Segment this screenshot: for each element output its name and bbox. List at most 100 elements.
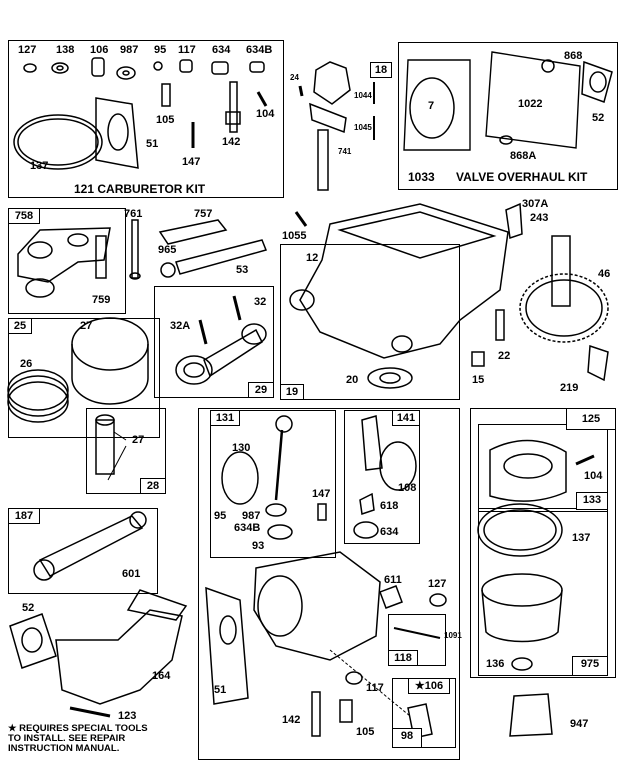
part-label: 22 <box>498 350 511 362</box>
pushrods-and-link <box>129 219 268 280</box>
tag-25: 25 <box>8 318 32 334</box>
part-label: 618 <box>380 500 399 512</box>
part-label: 947 <box>570 718 589 730</box>
part-label: 51 <box>146 138 159 150</box>
tag-29: 29 <box>248 382 274 398</box>
part-label: 219 <box>560 382 579 394</box>
part-label: 117 <box>366 682 384 694</box>
part-label: 987 <box>120 44 139 56</box>
part-label: 32 <box>254 296 267 308</box>
connecting-rod <box>175 295 267 385</box>
carburetor-body <box>205 503 447 739</box>
part-label: 142 <box>282 714 301 726</box>
part-label: 137 <box>572 532 591 544</box>
valve-kit-box <box>398 42 618 190</box>
cam-gear <box>519 235 609 382</box>
part-label: 307A <box>522 198 549 210</box>
special-tools-note: ★ REQUIRES SPECIAL TOOLS TO INSTALL. SEE… <box>8 724 148 754</box>
part-label: 95 <box>214 510 227 522</box>
part-label: 51 <box>214 684 227 696</box>
part-label: 987 <box>242 510 261 522</box>
valve-kit-parts <box>403 51 613 151</box>
crankshaft <box>298 61 375 191</box>
part-label: 32A <box>170 320 191 332</box>
part-label: 93 <box>252 540 265 552</box>
tag-125: 125 <box>566 408 616 430</box>
part-label: 138 <box>56 44 75 56</box>
part-label: 137 <box>30 160 49 172</box>
part-label: 965 <box>158 244 177 256</box>
tag-98: 98 <box>392 728 422 748</box>
box-187 <box>8 508 158 594</box>
cylinder-block <box>289 202 523 389</box>
part-label: 757 <box>194 208 213 220</box>
crankshaft-tag: 18 <box>370 62 392 78</box>
part-label: 868A <box>510 150 537 162</box>
part-label: 634B <box>246 44 273 56</box>
part-label: 142 <box>222 136 241 148</box>
tag-19: 19 <box>280 384 304 400</box>
part-label: 1055 <box>282 230 307 242</box>
box-29 <box>154 286 274 398</box>
note-line: ★ REQUIRES SPECIAL TOOLS <box>8 723 148 734</box>
box-131 <box>210 410 336 558</box>
box-25 <box>8 318 160 438</box>
box-125 <box>470 408 616 678</box>
part-label: 634 <box>212 44 231 56</box>
part-label: 1045 <box>354 123 372 132</box>
tag-133: 133 <box>576 492 608 510</box>
note-line: INSTRUCTION MANUAL. <box>8 743 120 754</box>
part-label: 759 <box>92 294 111 306</box>
part-label: 46 <box>598 268 611 280</box>
part-label: 147 <box>182 156 201 168</box>
box-28 <box>86 408 166 494</box>
part-label: 20 <box>346 374 359 386</box>
part-label: 868 <box>564 50 583 62</box>
tag-141: 141 <box>392 410 420 426</box>
part-label: 127 <box>18 44 37 56</box>
intake-elbow <box>9 589 188 718</box>
tag-187: 187 <box>8 508 40 524</box>
part-label: 634B <box>234 522 261 534</box>
part-label: 24 <box>290 73 299 82</box>
valve-kit-number: 1033 <box>408 170 435 184</box>
part-label: 741 <box>338 147 352 156</box>
part-label: 15 <box>472 374 485 386</box>
tag-758: 758 <box>8 208 40 224</box>
box-carburetor-assy <box>198 408 460 760</box>
part-label: 7 <box>428 100 435 112</box>
carburetor-kit-title: 121 CARBURETOR KIT <box>74 182 206 196</box>
part-label: 164 <box>152 670 171 682</box>
box-975 <box>478 508 608 676</box>
part-label: 1022 <box>518 98 543 110</box>
part-label: 104 <box>584 470 603 482</box>
carburetor-kit-box <box>8 40 284 198</box>
wrist-pin <box>95 414 115 475</box>
part-label: 12 <box>306 252 319 264</box>
tag-131: 131 <box>210 410 240 426</box>
part-label: 27 <box>80 320 93 332</box>
bracket-758 <box>17 227 111 298</box>
box-758 <box>8 208 126 314</box>
crankshaft-box <box>288 60 396 180</box>
part-label: 53 <box>236 264 249 276</box>
valve-kit-title: VALVE OVERHAUL KIT <box>456 170 588 184</box>
part-label: 601 <box>122 568 141 580</box>
box-141 <box>344 410 420 544</box>
tag-106: ★106 <box>408 678 450 694</box>
box-133 <box>478 424 608 512</box>
tag-975: 975 <box>572 656 608 676</box>
tag-28: 28 <box>140 478 166 494</box>
box-19 <box>280 244 460 400</box>
part-label: 761 <box>124 208 143 220</box>
carb-kit-parts <box>13 57 268 170</box>
part-label: 130 <box>232 442 251 454</box>
part-label: 26 <box>20 358 33 370</box>
part-label: 1091 <box>444 631 462 640</box>
part-label: 95 <box>154 44 167 56</box>
choke-group <box>221 415 293 540</box>
part-label: 123 <box>118 710 137 722</box>
tag-118: 118 <box>388 650 418 666</box>
part-label: 147 <box>312 488 331 500</box>
